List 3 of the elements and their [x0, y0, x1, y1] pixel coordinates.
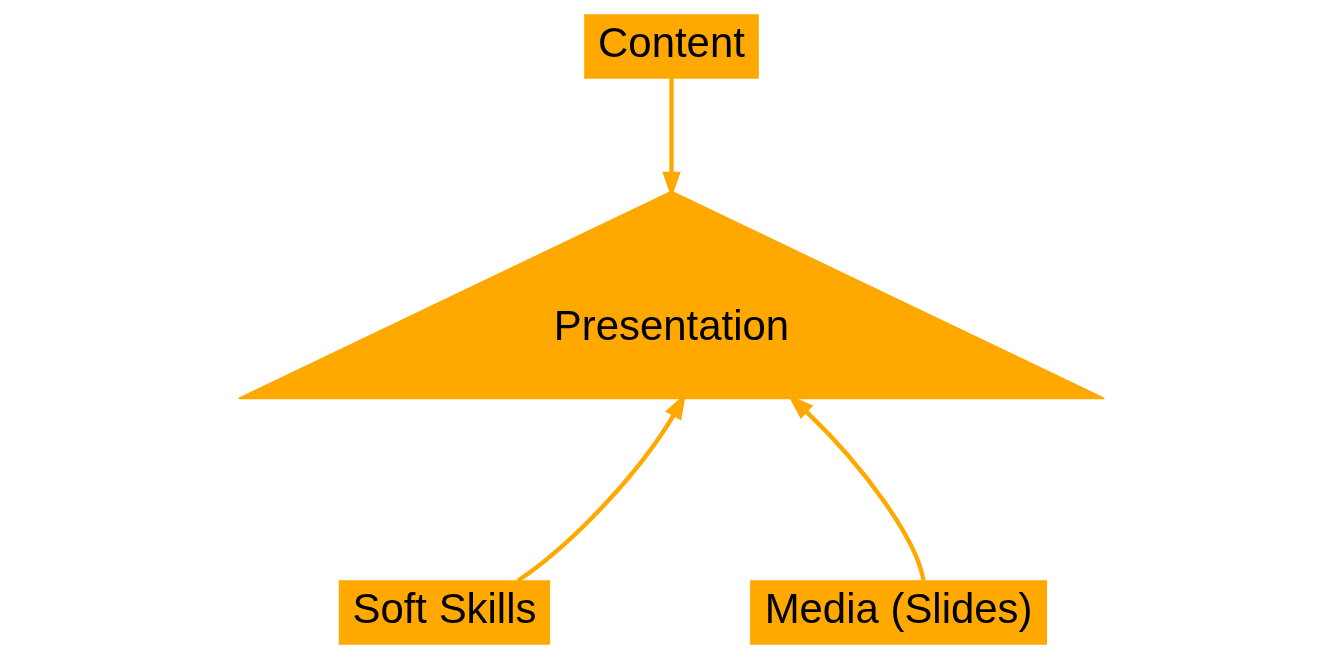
node-box: Soft Skills — [338, 580, 551, 645]
node-box: Content — [584, 14, 759, 79]
node-box: Media (Slides) — [750, 580, 1048, 645]
